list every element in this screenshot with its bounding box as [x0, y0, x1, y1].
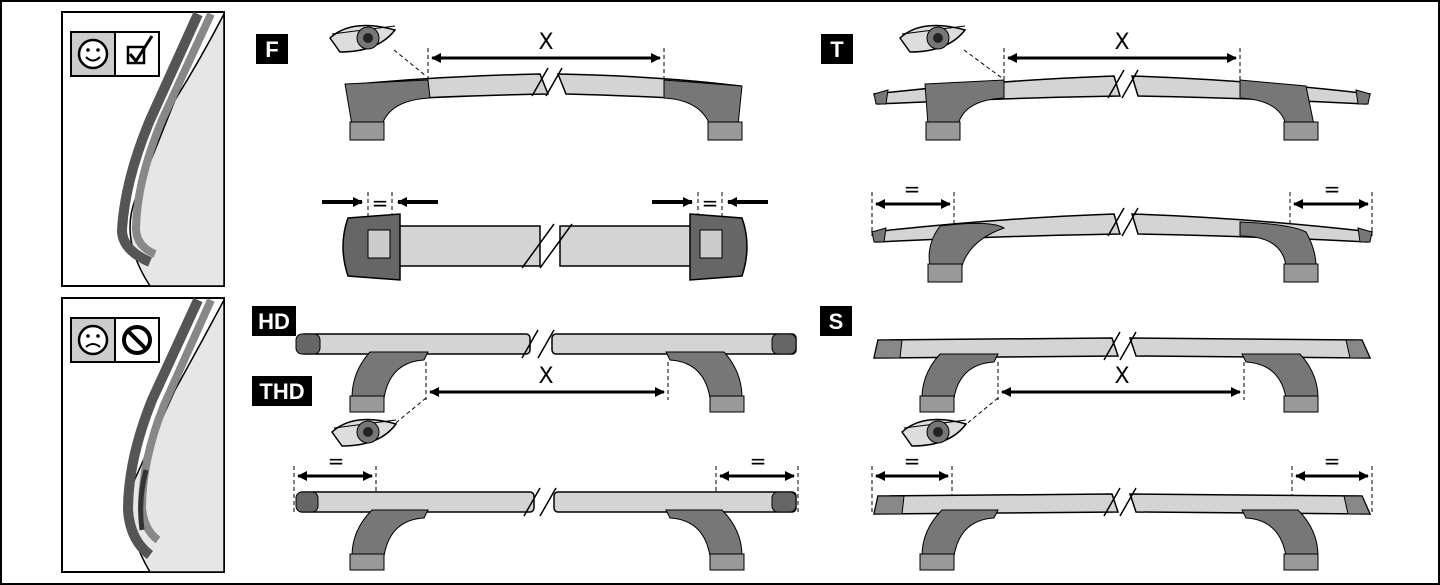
smile-face-icon — [77, 38, 109, 70]
svg-text:=: = — [328, 449, 345, 473]
correct-fit-panel — [61, 11, 225, 287]
eye-icon — [331, 418, 398, 447]
svg-text:X: X — [538, 364, 553, 389]
svg-text:=: = — [702, 191, 719, 215]
label-thd: THD — [252, 376, 312, 406]
label-t: T — [821, 34, 853, 64]
eye-icon — [901, 418, 968, 447]
eye-icon — [899, 24, 967, 53]
svg-text:=: = — [904, 449, 921, 473]
svg-text:HD: HD — [258, 309, 290, 334]
svg-text:THD: THD — [259, 379, 304, 404]
svg-text:X: X — [1114, 30, 1129, 55]
label-hd: HD — [252, 306, 296, 336]
svg-text:F: F — [265, 37, 278, 62]
svg-text:T: T — [830, 37, 844, 62]
hd-top-view: X — [295, 329, 797, 447]
svg-text:X: X — [1114, 364, 1129, 389]
label-s: S — [820, 306, 852, 336]
thd-bottom-view: = = — [293, 449, 799, 571]
svg-text:=: = — [1324, 449, 1341, 473]
svg-text:S: S — [829, 309, 844, 334]
svg-text:=: = — [1324, 177, 1341, 201]
s-bottom-view: = = — [871, 449, 1373, 571]
label-f: F — [256, 34, 288, 64]
eye-icon — [329, 24, 397, 53]
sad-face-icon — [77, 324, 109, 356]
svg-text:=: = — [750, 449, 767, 473]
t-bottom-view: = = — [870, 177, 1374, 283]
measure-x: X — [538, 30, 553, 55]
f-top-view: X — [329, 24, 743, 141]
measure-equal: = — [372, 191, 389, 215]
t-top-view: X — [872, 24, 1372, 141]
s-top-view: X — [873, 331, 1372, 447]
f-bottom-view: = = — [322, 191, 768, 281]
svg-text:=: = — [904, 177, 921, 201]
checkbox-checked-icon — [126, 35, 154, 65]
no-symbol-icon — [122, 325, 152, 355]
incorrect-fit-panel — [61, 297, 225, 573]
